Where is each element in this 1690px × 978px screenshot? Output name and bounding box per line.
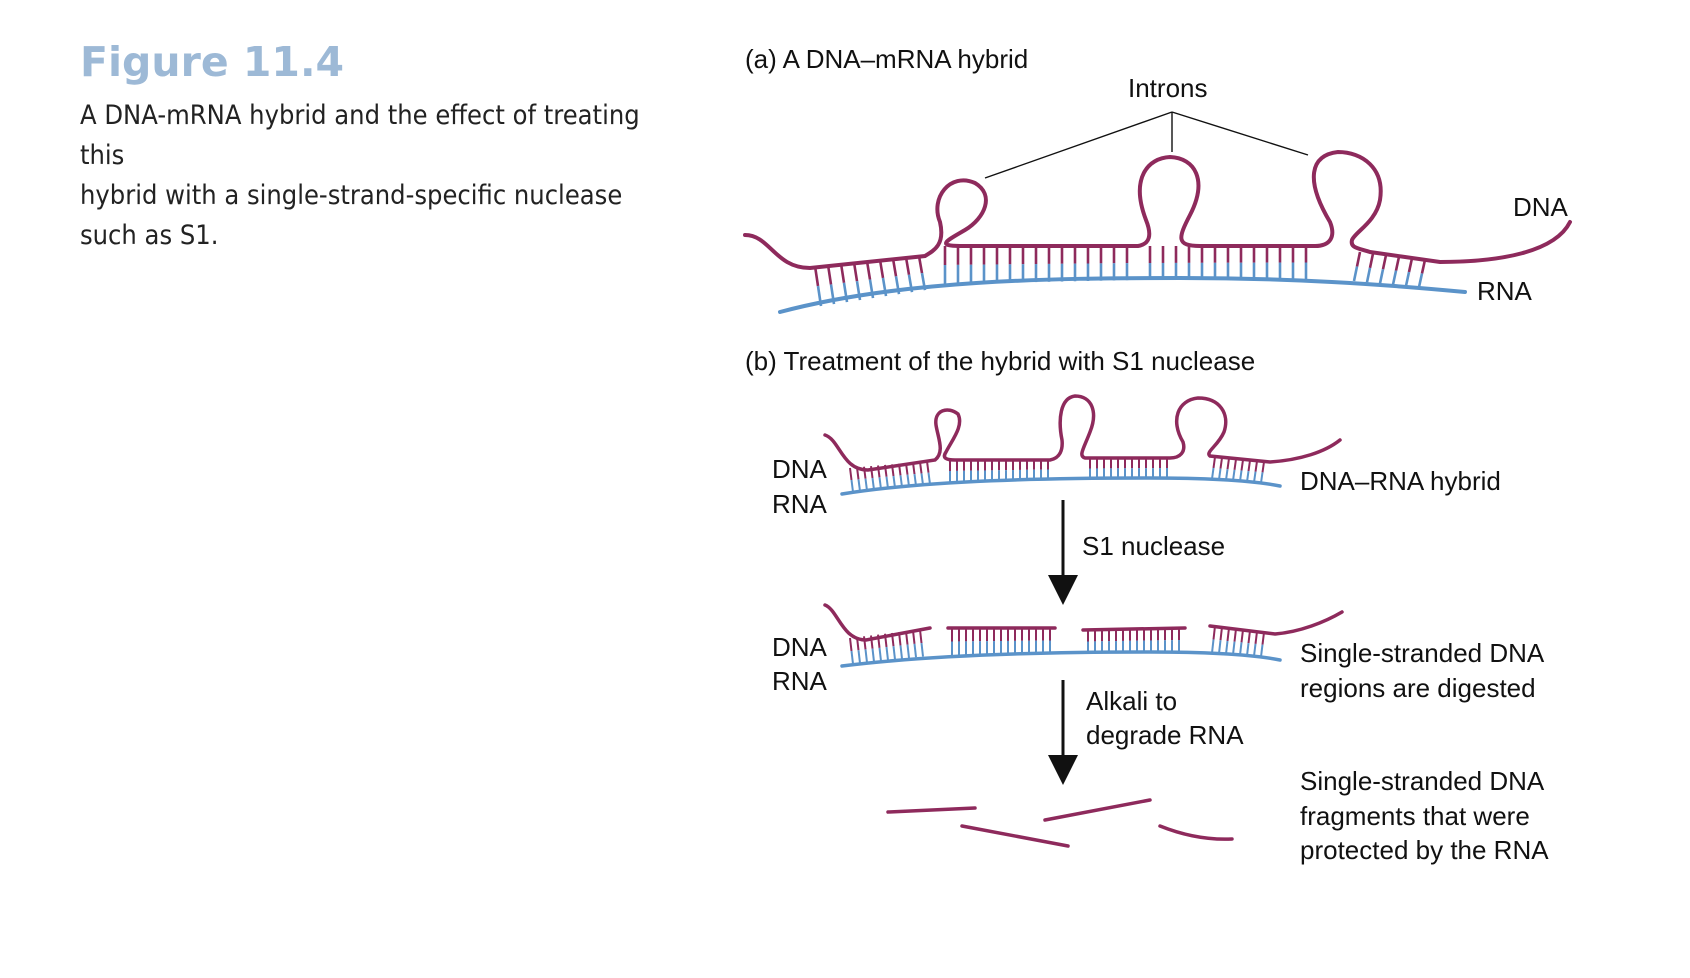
step-alkali-line1: Alkali to xyxy=(1086,686,1177,716)
base-pair-dna-half xyxy=(839,263,846,283)
figure-caption: Figure 11.4 A DNA-mRNA hybrid and the ef… xyxy=(80,38,720,256)
base-pair-rna-half xyxy=(850,479,854,493)
base-pair-rna-half xyxy=(927,472,931,485)
fragments-label-line3: protected by the RNA xyxy=(1300,835,1549,865)
base-pair-dna-half xyxy=(1233,458,1237,471)
base-pair-dna-half xyxy=(1219,457,1223,469)
base-pair-rna-half xyxy=(850,650,854,665)
base-pair-rna-half xyxy=(920,473,924,486)
base-pair-dna-half xyxy=(1381,254,1388,270)
intron-pointer-lines xyxy=(984,111,1309,179)
base-pair-dna-half xyxy=(865,260,872,280)
base-pair-rna-half xyxy=(913,473,917,486)
base-pair-dna-half xyxy=(1247,460,1251,472)
base-pair-rna-half xyxy=(864,478,868,491)
base-pair-rna-half xyxy=(1211,467,1215,480)
dna-label-a: DNA xyxy=(1513,192,1569,222)
rna-label-a: RNA xyxy=(1477,276,1533,306)
base-pair-rna-half xyxy=(1391,270,1398,285)
base-pair-rna-half xyxy=(913,643,917,658)
figure-description-line: A DNA-mRNA hybrid and the effect of trea… xyxy=(80,100,640,171)
base-pair-rna-half xyxy=(857,479,861,492)
figure-description: A DNA-mRNA hybrid and the effect of trea… xyxy=(80,96,656,256)
base-pair-rna-half xyxy=(1232,641,1236,655)
dna-segments-b2 xyxy=(823,603,1344,642)
base-pair-rungs-a xyxy=(813,246,1427,307)
dna-strand-b1 xyxy=(823,394,1342,472)
base-pair-dna-half xyxy=(1240,629,1244,643)
base-pair-rna-half xyxy=(1378,269,1385,284)
base-pair-dna-half xyxy=(919,629,923,644)
base-pair-rna-half xyxy=(1218,640,1222,654)
base-pair-rna-half xyxy=(1260,644,1264,657)
base-pair-dna-half xyxy=(1407,257,1414,273)
base-pair-dna-half xyxy=(1261,461,1265,473)
base-pair-rna-half xyxy=(892,646,896,660)
base-pair-dna-half xyxy=(1394,256,1401,271)
base-pair-dna-half xyxy=(1355,251,1362,267)
introns-label: Introns xyxy=(1128,73,1208,103)
hybrid-label: DNA–RNA hybrid xyxy=(1300,466,1501,496)
dna-strand-a xyxy=(743,149,1572,271)
base-pair-dna-half xyxy=(849,467,853,481)
panel-a-label: (a) A DNA–mRNA hybrid xyxy=(745,44,1028,74)
rna-strand-a xyxy=(778,275,1467,314)
base-pair-rna-half xyxy=(1365,267,1372,283)
base-pair-rna-half xyxy=(885,646,889,661)
rna-label-b2: RNA xyxy=(772,666,828,696)
panel-a: (a) A DNA–mRNA hybrid Introns DNA RNA xyxy=(743,44,1572,314)
base-pair-rna-half xyxy=(1253,643,1257,657)
dna-fragments xyxy=(886,798,1234,848)
base-pair-dna-half xyxy=(852,262,859,282)
base-pair-rna-half xyxy=(1218,468,1222,480)
step-alkali-line2: degrade RNA xyxy=(1086,720,1244,750)
base-pair-dna-half xyxy=(1420,259,1427,274)
base-pair-rna-half xyxy=(1404,271,1411,287)
figure-title: Figure 11.4 xyxy=(80,38,345,86)
fragments-label-line1: Single-stranded DNA xyxy=(1300,766,1545,796)
base-pair-dna-half xyxy=(1247,630,1251,644)
base-pair-dna-half xyxy=(1212,456,1216,469)
base-pair-rna-half xyxy=(920,642,924,657)
base-pair-dna-half xyxy=(917,255,924,274)
base-pair-rna-half xyxy=(878,647,882,662)
rna-strand-b1 xyxy=(840,476,1282,496)
base-pair-dna-half xyxy=(849,637,853,652)
base-pair-rna-half xyxy=(1260,472,1264,484)
figure-description-line: hybrid with a single-strand-specific nuc… xyxy=(80,180,623,211)
base-pair-dna-half xyxy=(1368,253,1375,269)
base-pair-rna-half xyxy=(1246,643,1250,656)
base-pair-rna-half xyxy=(1239,642,1243,656)
dna-label-b1: DNA xyxy=(772,454,828,484)
base-pair-rna-half xyxy=(864,649,868,663)
step-s1-nuclease: S1 nuclease xyxy=(1082,531,1225,561)
panel-b-label: (b) Treatment of the hybrid with S1 nucl… xyxy=(745,346,1255,376)
panel-b: (b) Treatment of the hybrid with S1 nucl… xyxy=(745,346,1549,865)
base-pair-dna-half xyxy=(926,461,930,473)
base-pair-dna-half xyxy=(878,259,885,279)
base-pair-dna-half xyxy=(1240,459,1244,471)
base-pair-dna-half xyxy=(904,257,911,275)
base-pair-rna-half xyxy=(1225,640,1229,655)
base-pair-rna-half xyxy=(857,650,861,664)
rna-strand-b2 xyxy=(840,650,1282,668)
base-pair-rna-half xyxy=(899,645,903,659)
base-pair-rna-half xyxy=(906,644,910,659)
base-pair-dna-half xyxy=(1226,458,1230,470)
figure-description-line: such as S1. xyxy=(80,220,219,251)
base-pair-dna-half xyxy=(891,258,898,277)
base-pair-rna-half xyxy=(1211,639,1215,654)
base-pair-dna-half xyxy=(1254,461,1258,472)
digested-label-line1: Single-stranded DNA xyxy=(1300,638,1545,668)
base-pair-rna-half xyxy=(1417,273,1424,288)
base-pair-rna-half xyxy=(1352,266,1359,282)
base-pair-dna-half xyxy=(1254,631,1258,644)
dna-label-b2: DNA xyxy=(772,632,828,662)
rna-label-b1: RNA xyxy=(772,489,828,519)
fragments-label-line2: fragments that were xyxy=(1300,801,1530,831)
base-pair-dna-half xyxy=(1261,632,1265,645)
digested-label-line2: regions are digested xyxy=(1300,673,1536,703)
base-pair-rna-half xyxy=(871,648,875,662)
